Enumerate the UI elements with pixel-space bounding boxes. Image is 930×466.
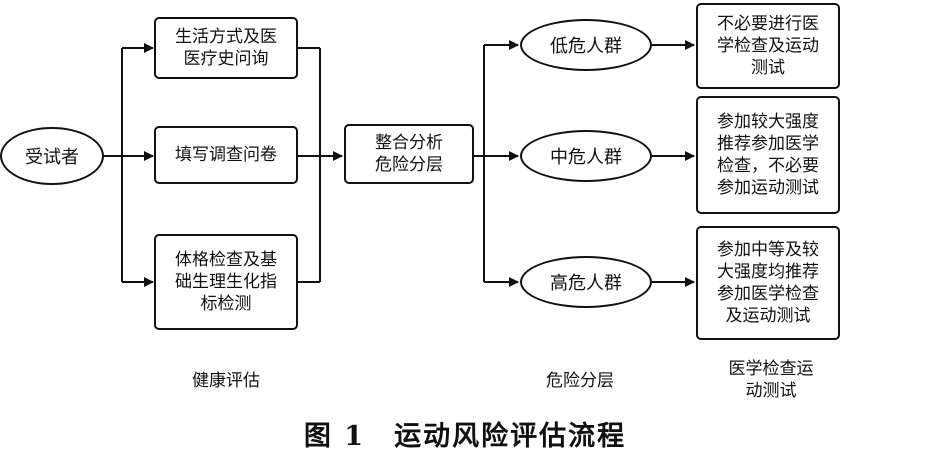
section-label-risk: 危险分层: [546, 371, 614, 391]
medium-risk-recommendation-box: 参加较大强度 推荐参加医学 检查，不必要 参加运动测试: [696, 96, 840, 214]
figure-caption: 图 1 运动风险评估流程: [303, 421, 627, 452]
questionnaire-box: 填写调查问卷: [154, 126, 298, 184]
high-risk-recommendation-box: 参加中等及较 大强度均推荐 参加医学检查 及运动测试: [696, 226, 840, 340]
physical-exam-box: 体格检查及基 础生理生化指 标检测: [154, 234, 298, 330]
integrate-analysis-box: 整合分析 危险分层: [344, 124, 474, 184]
lifestyle-history-box: 生活方式及医 医疗史问询: [154, 17, 298, 79]
medium-risk-node: 中危人群: [520, 130, 652, 182]
subject-node: 受试者: [0, 127, 104, 185]
low-risk-recommendation-box: 不必要进行医 学检查及运动 测试: [696, 3, 840, 89]
section-label-exam: 医学检查运 动测试: [728, 359, 814, 401]
section-label-health: 健康评估: [192, 371, 260, 391]
high-risk-node: 高危人群: [520, 256, 652, 308]
low-risk-node: 低危人群: [520, 19, 652, 71]
